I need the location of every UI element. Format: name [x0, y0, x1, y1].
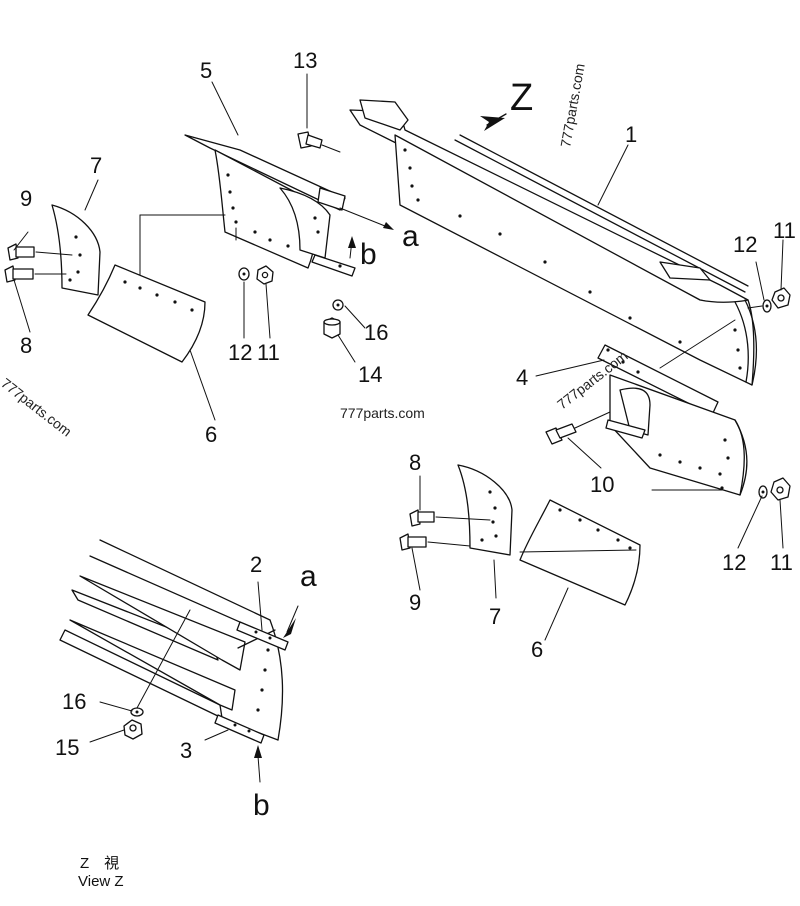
washer-right-lower — [758, 485, 768, 499]
arrow-a-top — [383, 222, 394, 230]
view-z-marker: Z — [510, 77, 533, 119]
arrow-b-top — [348, 236, 356, 248]
nut-right-upper — [771, 287, 791, 309]
marker-a-bottom: a — [300, 560, 317, 593]
leader-line — [659, 319, 736, 369]
leader-line — [747, 305, 763, 309]
callout-12-upper-left: 12 — [228, 340, 252, 365]
callout-14: 14 — [358, 362, 382, 387]
callout-11-upper-left: 11 — [257, 340, 280, 365]
leader-line — [257, 755, 261, 783]
callout-15: 15 — [55, 735, 79, 760]
washer-upper-left — [238, 267, 250, 281]
callout-13: 13 — [293, 48, 317, 73]
washer-part-16-lower — [130, 707, 144, 717]
callout-11-lower-right: 11 — [770, 550, 793, 575]
arrow-b-bottom — [254, 745, 262, 758]
callout-10: 10 — [590, 472, 614, 497]
cutting-edge-part-6-left — [87, 264, 206, 363]
bolt-part-13 — [297, 131, 341, 153]
callout-3: 3 — [180, 738, 192, 763]
callout-7-right: 7 — [489, 604, 501, 629]
callout-8-left: 8 — [20, 333, 32, 358]
arrow-a-bottom — [283, 618, 296, 638]
corner-guard-part-7-right — [457, 464, 513, 556]
callout-2: 2 — [250, 552, 262, 577]
view-caption-english: View Z — [78, 873, 124, 890]
callout-7-left: 7 — [90, 153, 102, 178]
callout-1: 1 — [625, 122, 637, 147]
view-z-blade-section — [59, 539, 284, 741]
callout-4: 4 — [516, 365, 528, 390]
bolt-part-8-right — [409, 509, 491, 527]
leader-line — [286, 605, 299, 633]
callout-6-left: 6 — [205, 422, 217, 447]
blade-part-1 — [349, 99, 758, 386]
callout-9-left: 9 — [20, 186, 32, 211]
nut-upper-left — [256, 265, 274, 285]
callout-16-upper: 16 — [364, 320, 388, 345]
nut-right-lower — [770, 477, 791, 501]
bolt-part-9-right — [399, 533, 471, 551]
blade-bolt-holes — [403, 148, 742, 370]
end-bit-right-part-4 — [597, 344, 748, 496]
callout-8-right: 8 — [409, 450, 421, 475]
leader-line — [136, 609, 191, 709]
callout-5: 5 — [200, 58, 212, 83]
callout-12-upper-right: 12 — [733, 232, 757, 257]
marker-b-top: b — [360, 238, 377, 271]
end-bit-left-part-5 — [184, 134, 356, 277]
corner-guard-part-7-left — [51, 204, 101, 296]
callout-11-upper-right: 11 — [773, 218, 796, 243]
marker-a-top: a — [402, 220, 419, 253]
bolt-part-8-left — [4, 265, 67, 283]
washer-right-upper — [762, 299, 772, 313]
callout-16-lower: 16 — [62, 689, 86, 714]
callout-6-right: 6 — [531, 637, 543, 662]
nut-part-14 — [323, 317, 341, 339]
watermark: 777parts.com — [0, 375, 75, 440]
nut-part-15 — [123, 719, 143, 740]
bolt-part-9-left — [7, 243, 73, 261]
bracket-part-2 — [236, 621, 289, 651]
watermark: 777parts.com — [557, 62, 587, 148]
callout-leaders — [13, 73, 784, 743]
callout-12-lower-right: 12 — [722, 550, 746, 575]
view-caption-japanese: Z 視 — [80, 855, 119, 872]
bolt-part-10 — [545, 411, 611, 445]
marker-b-bottom: b — [253, 789, 270, 822]
watermark: 777parts.com — [340, 405, 425, 421]
leader-line — [339, 207, 386, 227]
bracket-part-3 — [214, 714, 265, 744]
view-z-arrow — [480, 113, 507, 131]
cutting-edge-part-6-right — [519, 499, 641, 606]
washer-part-16-upper — [332, 299, 344, 311]
callout-9-right: 9 — [409, 590, 421, 615]
